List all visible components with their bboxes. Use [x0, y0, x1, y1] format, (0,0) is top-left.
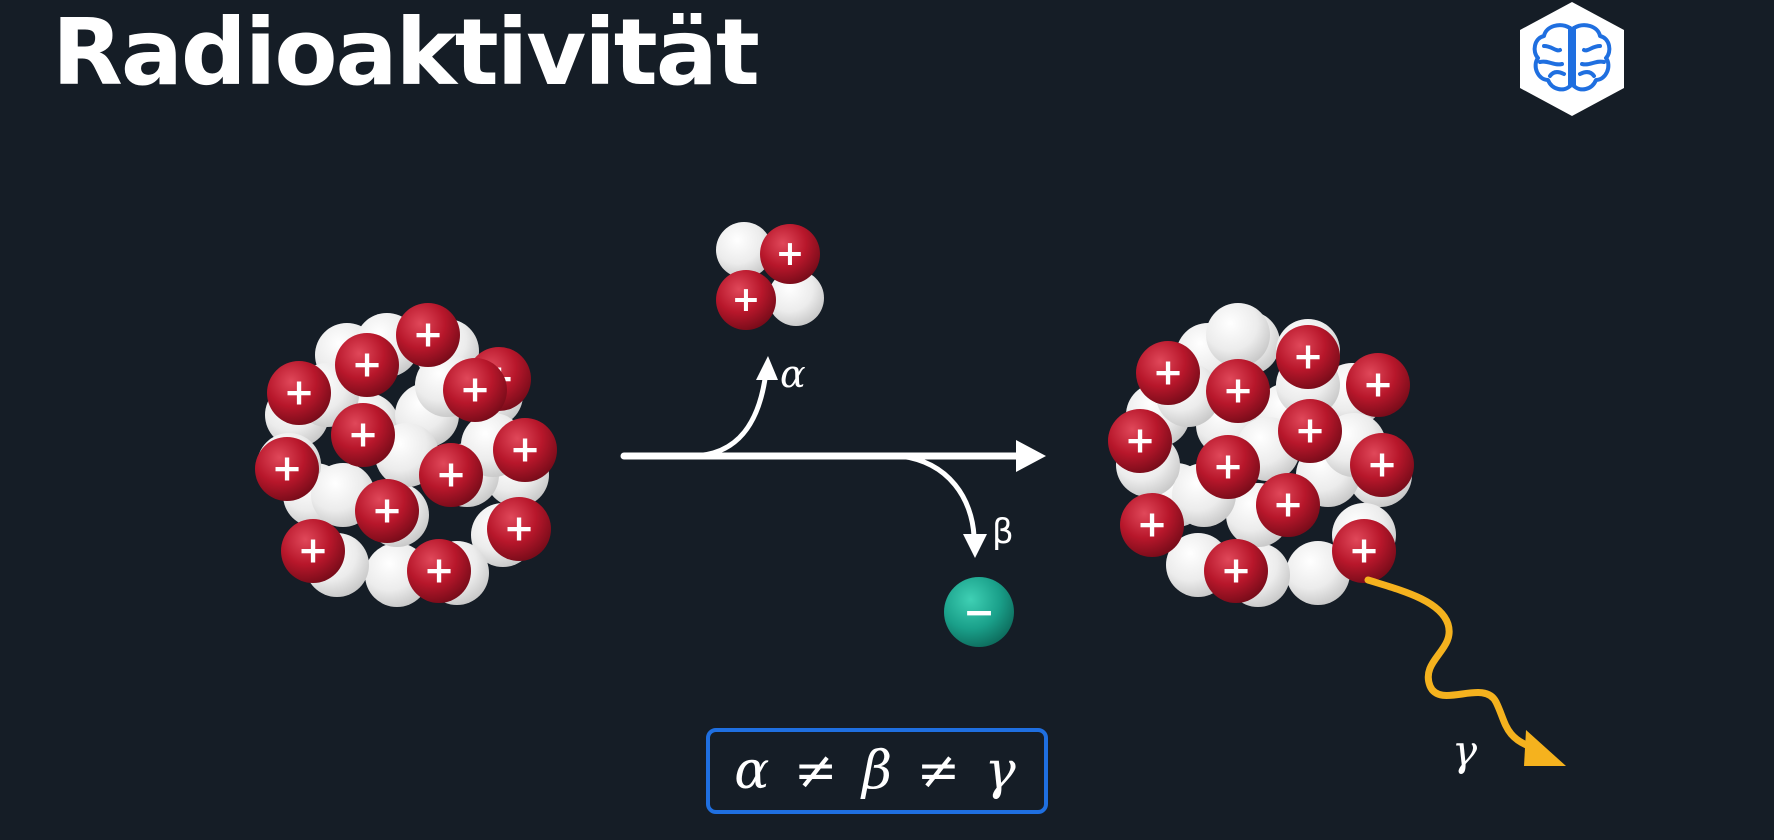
proton: +: [1350, 433, 1414, 497]
proton-sign: +: [272, 447, 303, 490]
alpha-arrowhead: [756, 356, 778, 380]
svg-text:−: −: [963, 590, 995, 634]
proton: +: [419, 443, 483, 507]
proton-sign: +: [510, 428, 541, 471]
proton-sign: +: [348, 413, 379, 456]
proton-sign: +: [1221, 549, 1252, 592]
proton-sign: +: [1223, 369, 1254, 412]
reaction-arrowhead: [1016, 440, 1046, 472]
proton: +: [1136, 341, 1200, 405]
proton-sign: +: [1137, 503, 1168, 546]
proton: +: [716, 270, 776, 330]
proton-sign: +: [1363, 363, 1394, 406]
proton-sign: +: [1213, 445, 1244, 488]
proton: +: [355, 479, 419, 543]
brain-icon: [1532, 23, 1612, 92]
proton-sign: +: [1293, 335, 1324, 378]
proton: +: [1108, 409, 1172, 473]
proton-sign: +: [298, 529, 329, 572]
formula-box: α ≠ β ≠ γ: [706, 728, 1048, 814]
brain-logo: [1520, 2, 1624, 116]
proton: +: [1276, 325, 1340, 389]
proton-sign: +: [1295, 409, 1326, 452]
proton: +: [396, 303, 460, 367]
proton-sign: +: [776, 234, 805, 274]
proton: +: [281, 519, 345, 583]
gamma-arrowhead: [1524, 730, 1566, 766]
proton: +: [1346, 353, 1410, 417]
proton-sign: +: [284, 371, 315, 414]
beta-arrow: [897, 453, 977, 539]
proton-sign: +: [372, 489, 403, 532]
neutron: [768, 270, 824, 326]
proton: +: [1196, 435, 1260, 499]
alpha-particle: ++: [716, 222, 824, 330]
proton-sign: +: [1153, 351, 1184, 394]
proton: +: [255, 437, 319, 501]
neutron: [1206, 303, 1270, 367]
neutron: [716, 222, 772, 278]
proton: +: [1120, 493, 1184, 557]
proton-sign: +: [504, 507, 535, 550]
proton-sign: +: [1273, 483, 1304, 526]
beta-label: β: [992, 512, 1014, 552]
proton: +: [1206, 359, 1270, 423]
alpha-label: α: [780, 352, 806, 396]
proton: +: [493, 418, 557, 482]
proton-sign: +: [436, 453, 467, 496]
proton-sign: +: [1367, 443, 1398, 486]
proton: +: [1204, 539, 1268, 603]
proton-sign: +: [1125, 419, 1156, 462]
gamma-label: γ: [1452, 726, 1478, 775]
proton-sign: +: [424, 549, 455, 592]
proton: +: [1278, 399, 1342, 463]
proton-sign: +: [413, 313, 444, 356]
proton: +: [267, 361, 331, 425]
alpha-arrow: [687, 369, 769, 459]
gamma-ray: [1364, 576, 1538, 752]
proton: +: [407, 539, 471, 603]
daughter-nucleus: + + + + + + + + + + + +: [1108, 303, 1414, 607]
proton: +: [760, 224, 820, 284]
proton-sign: +: [1349, 529, 1380, 572]
proton: +: [443, 358, 507, 422]
proton: +: [1256, 473, 1320, 537]
proton-sign: +: [352, 343, 383, 386]
proton: +: [331, 403, 395, 467]
page-title: Radioaktivität: [52, 0, 760, 106]
proton: +: [335, 333, 399, 397]
proton: +: [487, 497, 551, 561]
proton: +: [1332, 519, 1396, 583]
beta-arrowhead: [963, 534, 987, 558]
proton-sign: +: [732, 280, 761, 320]
electron: −: [944, 577, 1014, 647]
proton-sign: +: [460, 368, 491, 411]
formula: α ≠ β ≠ γ: [734, 741, 1020, 801]
parent-nucleus: +++++++++++++: [255, 303, 557, 607]
